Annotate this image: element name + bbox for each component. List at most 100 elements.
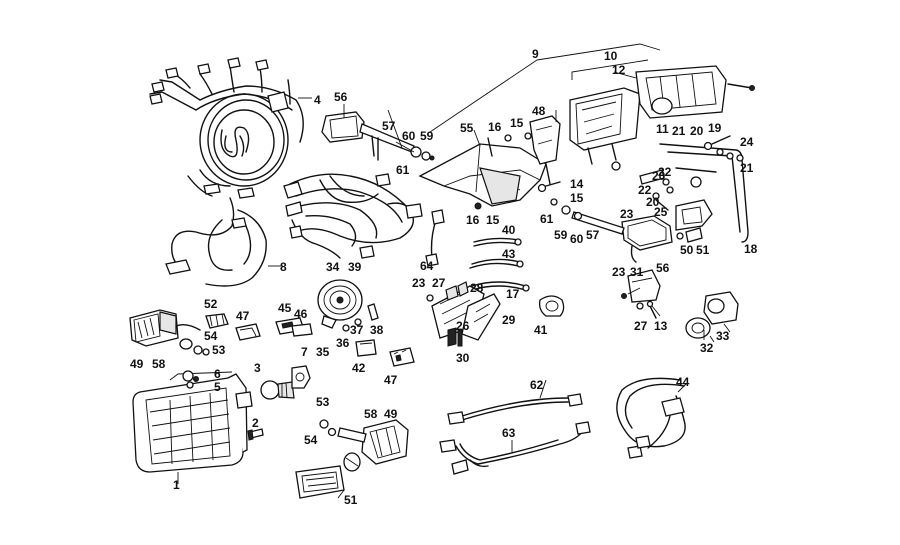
callout-50: 50 [680,243,694,257]
callout-44: 44 [676,375,690,389]
callout-32: 32 [700,341,714,355]
callout-54a: 54 [204,329,218,343]
callout-57b: 57 [586,228,600,242]
callout-29: 29 [502,313,516,327]
callout-14: 14 [570,177,584,191]
clamp-41 [538,295,565,317]
callout-41: 41 [534,323,548,337]
relay-47-right [389,347,415,367]
callout-6: 6 [214,367,221,381]
callout-37: 37 [350,323,364,337]
callout-24: 24 [740,135,754,149]
callout-49a: 49 [130,357,144,371]
wiring-harness-34-39 [283,173,423,259]
callout-21b: 21 [740,161,754,175]
callout-61b: 61 [540,212,554,226]
callout-43: 43 [502,247,516,261]
leader-lines [337,43,705,499]
callout-10: 10 [604,49,618,63]
callout-27b: 27 [634,319,648,333]
callout-51a: 51 [696,243,710,257]
relay-42 [355,339,377,357]
callout-23b: 23 [612,265,626,279]
callout-53b: 53 [316,395,330,409]
callout-60a: 60 [402,129,416,143]
callout-28: 28 [470,281,484,295]
callout-20b: 20 [652,169,666,183]
callout-22b: 22 [638,183,652,197]
callout-42: 42 [352,361,366,375]
fasteners-mid [639,169,674,211]
callout-23a: 23 [620,207,634,221]
indicator-56-lower [561,205,703,263]
callout-23c: 23 [412,276,426,290]
callout-55: 55 [460,121,474,135]
callout-53a: 53 [212,343,226,357]
headlamp [132,370,248,484]
bulb-3 [260,380,295,400]
relay-31 [621,269,661,319]
callout-7: 7 [301,345,308,359]
callout-46: 46 [294,307,308,321]
cable-64 [425,209,445,267]
callout-19: 19 [708,121,722,135]
callout-8: 8 [280,260,287,274]
plate-holder-18 [659,143,749,243]
callout-20a: 20 [690,124,704,138]
callout-26: 26 [456,319,470,333]
callout-34: 34 [326,260,340,274]
callout-17: 17 [506,287,520,301]
callout-52: 52 [204,297,218,311]
callout-2: 2 [252,416,259,430]
callout-47a: 47 [236,309,250,323]
callout-60b: 60 [570,232,584,246]
horn-assembly [317,279,379,332]
callout-5: 5 [214,380,221,394]
rear-fairing-55 [418,143,547,210]
callout-11: 11 [656,122,669,136]
callout-56a: 56 [334,90,348,104]
tail-light [569,65,755,171]
callout-58a: 58 [152,357,166,371]
callout-12: 12 [612,63,626,77]
wire-62 [447,393,583,425]
callout-22a: 22 [658,165,672,179]
callout-35: 35 [316,345,330,359]
wire-63 [439,421,591,475]
bracket-45-46 [275,317,313,337]
callout-4: 4 [314,93,321,107]
callout-51b: 51 [344,493,358,507]
callout-49b: 49 [384,407,398,421]
callout-45: 45 [278,301,292,315]
connector-7 [291,365,311,389]
callout-59a: 59 [420,129,434,143]
callout-64: 64 [420,259,434,273]
relay-47-left [235,323,261,341]
callout-54b: 54 [304,433,318,447]
callout-3: 3 [254,361,261,375]
indicator-56-upper [321,111,435,161]
callout-27a: 27 [432,276,446,290]
callout-labels: 1 2 3 4 5 6 7 8 9 10 11 12 13 14 15 15 1… [130,47,758,507]
callout-15b: 15 [570,191,584,205]
callout-13: 13 [654,319,668,333]
callout-25: 25 [654,205,668,219]
callout-9: 9 [532,47,539,61]
callout-63: 63 [502,426,516,440]
callout-31: 31 [630,265,644,279]
callout-59b: 59 [554,228,568,242]
callout-62: 62 [530,378,544,392]
callout-1: 1 [173,478,180,492]
block-52 [205,313,229,329]
bracket-48 [529,115,561,185]
callout-58b: 58 [364,407,378,421]
fasteners-right [703,135,744,162]
front-indicator-left [129,309,210,356]
callout-57a: 57 [382,119,396,133]
callout-56b: 56 [656,261,670,275]
callout-30: 30 [456,351,470,365]
callout-18: 18 [744,242,758,256]
callout-15a: 15 [510,116,524,130]
wiring-harness-4 [149,57,312,199]
